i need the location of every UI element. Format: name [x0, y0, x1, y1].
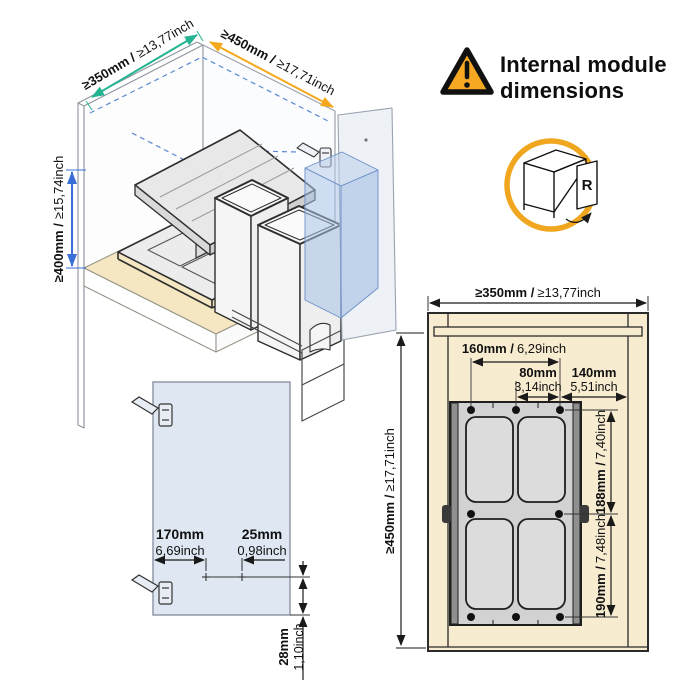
warning-icon	[440, 47, 494, 95]
hole-extension-lines	[470, 358, 561, 406]
mounting-plate	[442, 401, 589, 626]
iso-front-bracket	[231, 309, 345, 422]
front-dim-width: ≥350mm /≥13,77inch	[427, 285, 649, 311]
door-dim-28-mm: 28mm	[276, 628, 291, 666]
door-hinge-top	[130, 396, 173, 427]
door-dim-25: 25mm 0,98inch	[237, 526, 287, 571]
front-dim-140-inch: 5,51inch	[570, 380, 617, 394]
door-dim-170-mm: 170mm	[156, 526, 204, 542]
front-width-label: ≥350mm /≥13,77inch	[475, 285, 601, 300]
iso-top-tray	[134, 129, 316, 259]
front-dim-188: 188mm /7,40inch	[593, 410, 616, 514]
front-dim-160: 160mm /6,29inch	[462, 341, 566, 367]
door-drilling-view: 170mm 6,69inch 25mm 0,98inch 28mm 1,10in…	[130, 381, 310, 680]
iso-height-dimension: ≥400mm /≥15,74inch	[51, 156, 86, 283]
page-title: Internal module dimensions	[500, 52, 667, 103]
door-dim-25-inch: 0,98inch	[237, 543, 286, 558]
front-dim-140: 140mm 5,51inch	[561, 365, 627, 402]
front-dim-190: 190mm /7,48inch	[593, 514, 616, 618]
front-dim-140-mm: 140mm	[572, 365, 617, 380]
door-side-letter: R	[582, 177, 593, 194]
front-dim-80-mm: 80mm	[519, 365, 557, 380]
door-dim-170: 170mm 6,69inch	[154, 526, 207, 571]
mounting-holes	[467, 406, 564, 621]
isometric-cabinet-view: ≥350mm /≥13,77inch ≥450mm /≥17,71inch ≥4…	[51, 16, 397, 429]
door-panel	[152, 381, 291, 616]
door-hinge-bottom	[130, 574, 173, 605]
front-dim-height: ≥450mm /≥17,71inch	[382, 332, 426, 649]
right-dim-leaders	[564, 409, 618, 618]
front-dim-160-label: 160mm /6,29inch	[462, 341, 566, 356]
front-dim-80-inch: 3,14inch	[514, 380, 561, 394]
door-dim-25-mm: 25mm	[242, 526, 282, 542]
front-dim-188-label: 188mm /7,40inch	[593, 410, 608, 514]
front-view: ≥350mm /≥13,77inch ≥450mm /≥17,71inch 1	[382, 285, 649, 652]
door-dim-170-inch: 6,69inch	[155, 543, 204, 558]
front-dim-80: 80mm 3,14inch	[514, 365, 562, 402]
right-door-version-icon: R	[504, 138, 598, 232]
screw-position-marks	[202, 573, 310, 616]
iso-height-label: ≥400mm /≥15,74inch	[51, 156, 66, 283]
front-height-label: ≥450mm /≥17,71inch	[382, 428, 397, 554]
door-dim-28: 28mm 1,10inch	[276, 561, 308, 680]
front-top-rail	[433, 326, 643, 337]
door-dim-28-inch: 1,10inch	[292, 623, 306, 670]
iso-door-clearance-box	[304, 151, 379, 319]
plate-side-tab-left	[442, 505, 451, 523]
front-dim-190-label: 190mm /7,48inch	[593, 514, 608, 618]
